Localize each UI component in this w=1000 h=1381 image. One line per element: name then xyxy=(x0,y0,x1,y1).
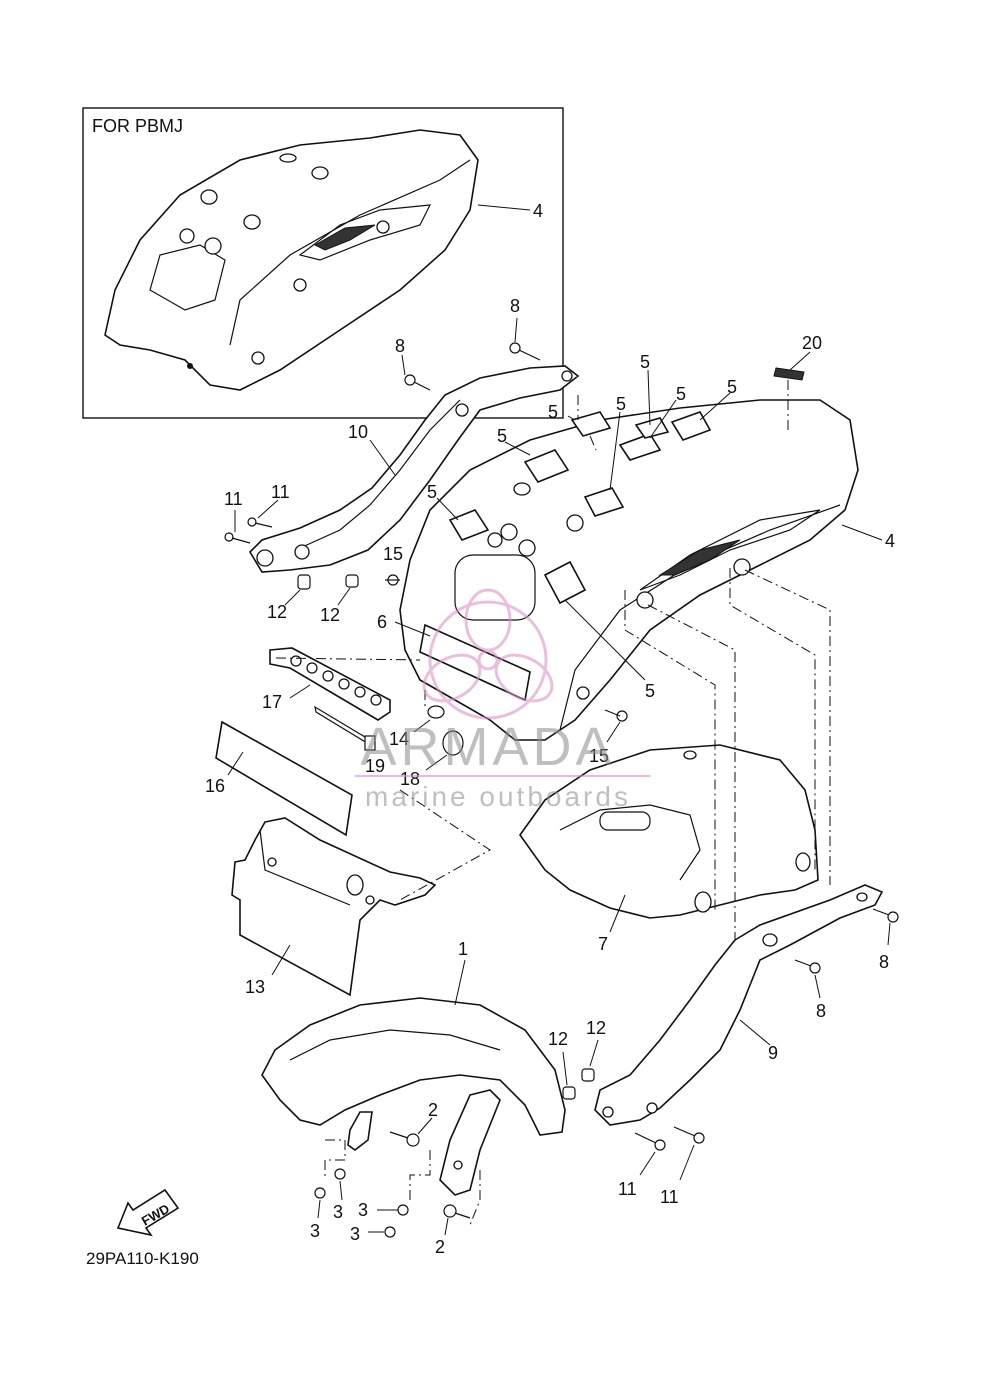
bolt-11-d xyxy=(673,1126,705,1144)
callout-11-b: 11 xyxy=(271,482,290,502)
nut-14 xyxy=(427,705,445,719)
callout-3-a: 3 xyxy=(333,1202,343,1222)
bolt-3-d xyxy=(384,1226,396,1238)
bolt-11-b xyxy=(247,517,273,528)
callout-4-inset: 4 xyxy=(533,201,543,221)
pad xyxy=(570,411,612,437)
fwd-arrow-icon: FWD xyxy=(116,1188,180,1237)
callout-16: 16 xyxy=(205,776,225,796)
callout-11-a: 11 xyxy=(224,489,243,509)
callout-9: 9 xyxy=(768,1043,778,1063)
rear-fender xyxy=(261,997,566,1136)
callout-15-a: 15 xyxy=(383,544,403,564)
callout-11-d: 11 xyxy=(660,1187,679,1207)
callout-4: 4 xyxy=(885,531,895,551)
inset-rear-fender-cover xyxy=(104,129,479,391)
callout-5-c: 5 xyxy=(616,394,626,414)
reflector-strip xyxy=(215,720,353,837)
callout-12-c: 12 xyxy=(548,1029,568,1049)
bolt-15-a xyxy=(385,574,400,586)
bolt-15-b xyxy=(604,709,628,722)
pad xyxy=(523,449,570,483)
callout-15-b: 15 xyxy=(589,746,609,766)
inner-fender xyxy=(519,744,819,919)
pad xyxy=(618,433,662,461)
bolt-8-a xyxy=(404,374,431,391)
callout-5-a: 5 xyxy=(497,426,507,446)
callout-19: 19 xyxy=(365,756,385,776)
bolt-3-c xyxy=(397,1204,409,1216)
callout-10: 10 xyxy=(348,422,368,442)
callout-18: 18 xyxy=(400,769,420,789)
callout-8-d: 8 xyxy=(816,1001,826,1021)
bolt-8-d xyxy=(794,959,821,974)
callout-14: 14 xyxy=(389,729,409,749)
bolt-8-c xyxy=(872,908,899,923)
callout-12-d: 12 xyxy=(586,1018,606,1038)
bolt-2-b xyxy=(443,1204,471,1219)
damper-18 xyxy=(442,730,464,756)
pad xyxy=(448,509,490,541)
callout-8-c: 8 xyxy=(879,952,889,972)
callout-11-c: 11 xyxy=(618,1179,637,1199)
cable-tie xyxy=(314,705,376,751)
bolt-3-a xyxy=(334,1168,346,1180)
callout-2-a: 2 xyxy=(428,1100,438,1120)
callout-3-b: 3 xyxy=(310,1221,320,1241)
collar-12-d xyxy=(581,1068,595,1082)
callout-13: 13 xyxy=(245,977,265,997)
license-light-bracket xyxy=(269,647,391,721)
callout-1: 1 xyxy=(458,939,468,959)
callout-5-d: 5 xyxy=(640,352,650,372)
fender-stay-left xyxy=(347,1111,373,1151)
pad xyxy=(543,560,587,605)
watermark: ARMADA marine outboards xyxy=(355,588,650,812)
callout-5-e: 5 xyxy=(676,384,686,404)
callout-3-d: 3 xyxy=(350,1224,360,1244)
decal xyxy=(773,367,805,381)
pads xyxy=(448,411,712,605)
callout-5-f: 5 xyxy=(727,377,737,397)
bolt-2-a xyxy=(389,1131,420,1147)
bolt-8-b xyxy=(509,342,541,361)
license-plate-bracket xyxy=(231,817,437,997)
watermark-brand: ARMADA xyxy=(360,717,615,777)
callout-2-b: 2 xyxy=(435,1237,445,1257)
callout-3-c: 3 xyxy=(358,1200,368,1220)
inset-title: FOR PBMJ xyxy=(92,116,183,136)
callout-5-g: 5 xyxy=(427,482,437,502)
callout-5-h: 5 xyxy=(645,681,655,701)
callout-12-b: 12 xyxy=(320,605,340,625)
fender-stay-right xyxy=(439,1089,501,1196)
callout-20: 20 xyxy=(802,333,822,353)
watermark-tagline: marine outboards xyxy=(365,781,631,812)
bolt-11-a xyxy=(224,532,251,544)
callout-7: 7 xyxy=(598,934,608,954)
drawing-code: 29PA110-K190 xyxy=(86,1249,199,1268)
collar-12-a xyxy=(297,574,311,590)
propeller-logo xyxy=(422,588,554,720)
pad xyxy=(583,487,625,517)
callout-12-a: 12 xyxy=(267,602,287,622)
collar-12-b xyxy=(345,574,359,588)
grab-bar-right xyxy=(594,884,884,1126)
collar-12-c xyxy=(562,1086,576,1100)
bolt-3-b xyxy=(314,1187,326,1199)
inset-box: FOR PBMJ 4 xyxy=(82,107,564,419)
callout-8-a: 8 xyxy=(395,336,405,356)
callout-6: 6 xyxy=(377,612,387,632)
callout-17: 17 xyxy=(262,692,282,712)
grab-bar-left xyxy=(248,365,580,573)
callout-8-b: 8 xyxy=(510,296,520,316)
bolt-11-c xyxy=(634,1132,666,1151)
callout-5-b: 5 xyxy=(548,402,558,422)
